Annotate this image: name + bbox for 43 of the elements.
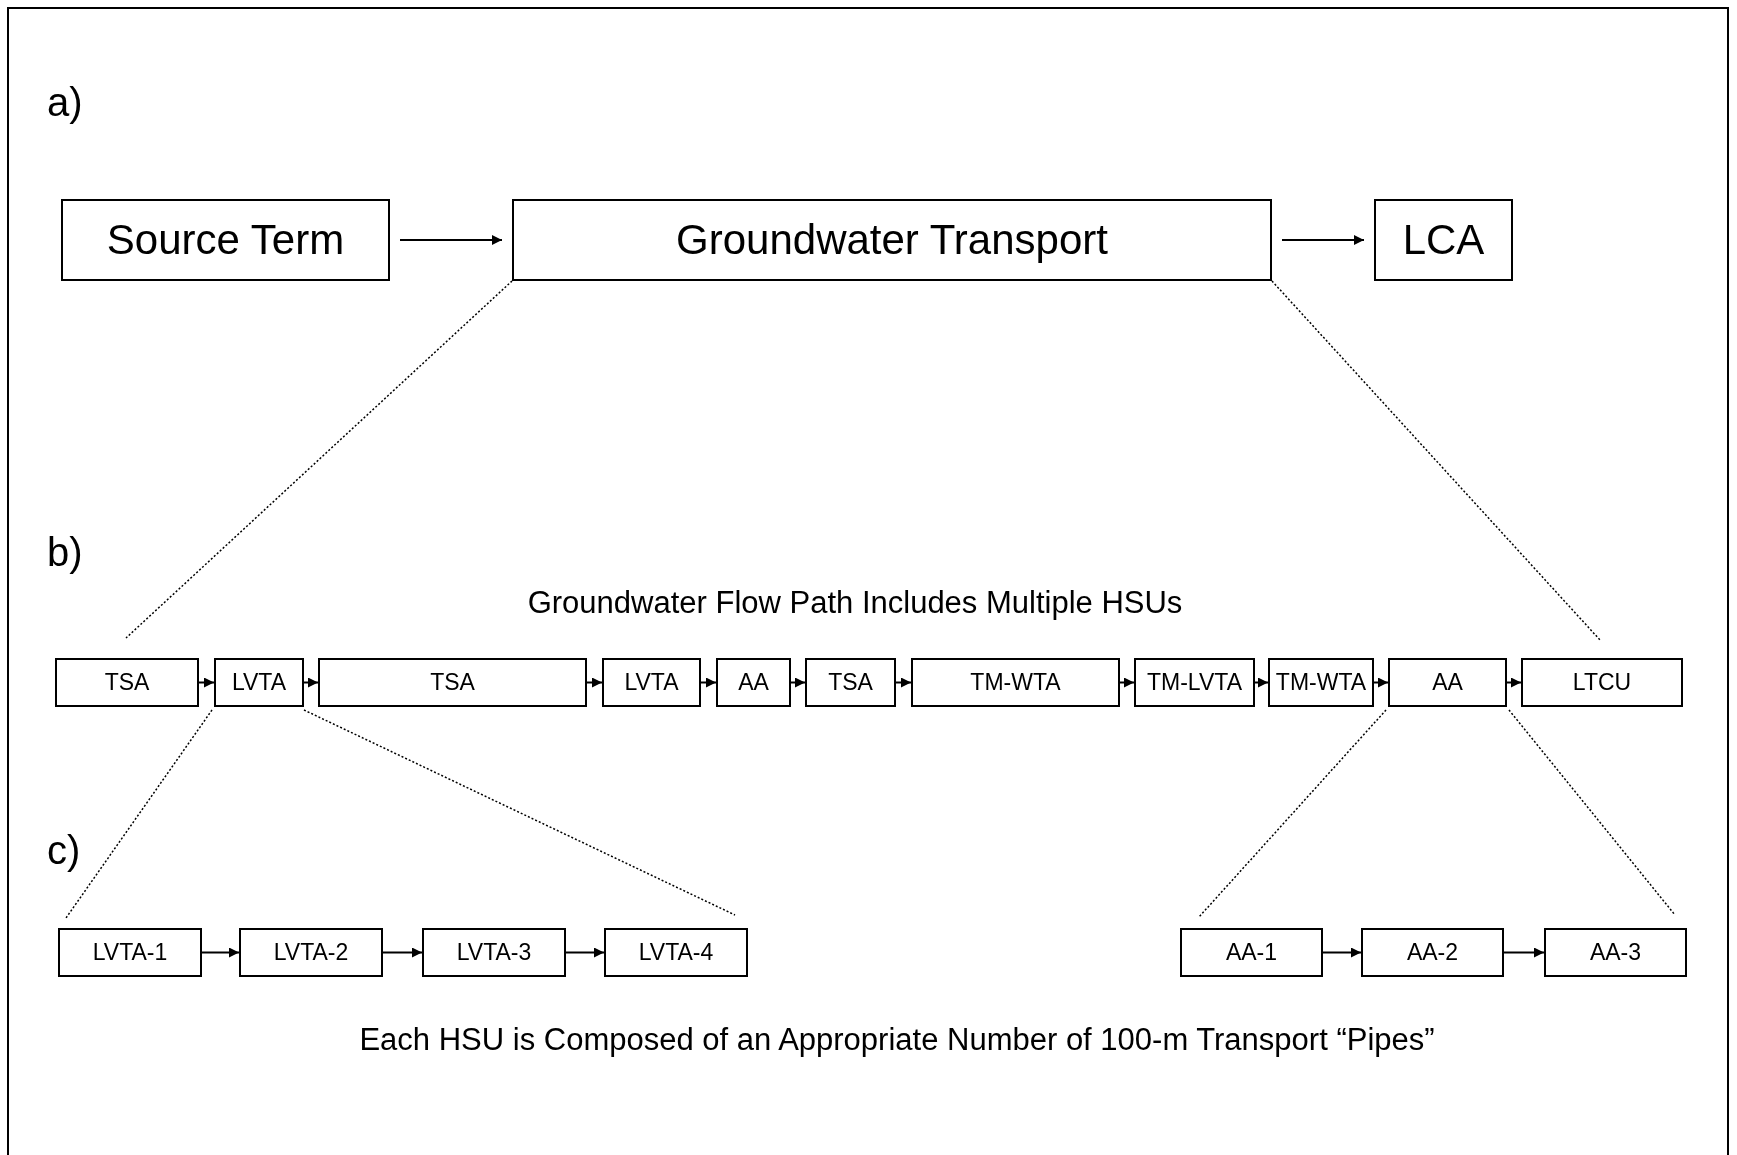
note-text: Each HSU is Composed of an Appropriate Number of 100-m Transport “Pipes” [359,1022,1435,1058]
panel-label: a) [47,80,83,125]
process-box: Source Term [61,199,390,281]
process-box: LVTA-3 [422,928,566,977]
process-box: AA-3 [1544,928,1687,977]
arrow [1322,947,1362,958]
arrow [895,677,912,688]
process-box: LVTA-1 [58,928,202,977]
process-box: AA [716,658,791,707]
process-box: TSA [318,658,587,707]
arrow [201,947,240,958]
arrow [399,235,503,245]
arrow [382,947,423,958]
arrow [790,677,806,688]
arrow [1503,947,1545,958]
process-box: AA-1 [1180,928,1323,977]
arrow [565,947,605,958]
process-box: TM-LVTA [1134,658,1255,707]
arrow [1281,235,1365,245]
arrow [1373,677,1389,688]
note-text: Groundwater Flow Path Includes Multiple HSUs [527,585,1183,621]
process-box: TM-WTA [911,658,1120,707]
process-box: LTCU [1521,658,1683,707]
process-box: TM-WTA [1268,658,1374,707]
process-box: LVTA [214,658,304,707]
arrow [586,677,603,688]
arrow [303,677,319,688]
process-box: TSA [55,658,199,707]
panel-label: b) [47,530,83,575]
arrow [1506,677,1522,688]
process-box: AA [1388,658,1507,707]
panel-label: c) [47,828,81,873]
process-box: LCA [1374,199,1513,281]
process-box: Groundwater Transport [512,199,1272,281]
process-box: LVTA-2 [239,928,383,977]
arrow [1254,677,1269,688]
process-box: AA-2 [1361,928,1504,977]
process-box: LVTA-4 [604,928,748,977]
arrow [198,677,215,688]
arrow [700,677,717,688]
arrow [1119,677,1135,688]
process-box: LVTA [602,658,701,707]
process-box: TSA [805,658,896,707]
